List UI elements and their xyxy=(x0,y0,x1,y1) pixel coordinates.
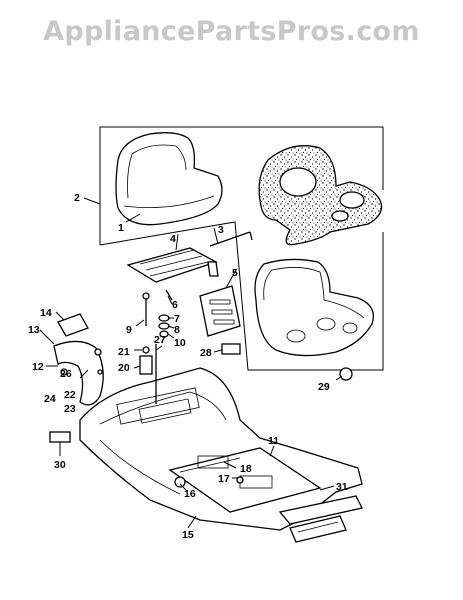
callout-label: 12 xyxy=(32,361,44,373)
callout-label: 10 xyxy=(174,337,186,349)
callout-label: 24 xyxy=(44,393,56,405)
seat-part xyxy=(115,132,223,226)
callout-label: 6 xyxy=(172,299,178,311)
hardware-parts xyxy=(142,289,173,338)
callout-label: 8 xyxy=(174,324,180,336)
rod-part xyxy=(209,231,253,247)
callout-label: 26 xyxy=(60,368,72,380)
fender-left-parts xyxy=(53,313,104,406)
callout-label: 31 xyxy=(336,481,348,493)
callout-label: 16 xyxy=(184,488,196,500)
callout-label: 29 xyxy=(318,381,330,393)
seat-bracket-part xyxy=(126,247,219,283)
seat-cushion-part xyxy=(258,145,383,246)
callout-label: 23 xyxy=(64,403,76,415)
callout-label: 2 xyxy=(74,192,80,204)
callout-label: 5 xyxy=(232,267,238,279)
callout-label: 3 xyxy=(218,224,224,236)
frame-part xyxy=(79,367,363,543)
callout-label: 18 xyxy=(240,463,252,475)
leader-lines xyxy=(39,197,343,529)
callout-label: 21 xyxy=(118,346,130,358)
knob-part xyxy=(339,367,353,381)
decal-part-30 xyxy=(49,431,71,443)
callout-label: 9 xyxy=(126,324,132,336)
callout-label: 7 xyxy=(174,313,180,325)
decal-part-28 xyxy=(221,343,241,355)
callout-label: 15 xyxy=(182,529,194,541)
callout-label: 20 xyxy=(118,362,130,374)
callout-label: 17 xyxy=(218,473,230,485)
callout-label: 11 xyxy=(268,435,279,447)
seat-group-outline xyxy=(99,126,384,371)
callout-label: 13 xyxy=(28,324,40,336)
callout-label: 4 xyxy=(170,233,176,245)
plate-part xyxy=(199,285,241,337)
callout-label: 22 xyxy=(64,389,76,401)
callout-label: 14 xyxy=(40,307,52,319)
spacer-parts xyxy=(139,344,157,404)
callout-label: 1 xyxy=(118,222,124,234)
callout-label: 27 xyxy=(154,334,166,346)
watermark-text: AppliancePartsPros.com xyxy=(43,16,420,47)
part-number-callouts: 2 1 3 4 5 6 7 8 9 10 11 12 13 14 15 16 1… xyxy=(28,192,348,541)
callout-label: 28 xyxy=(200,347,212,359)
seat-pan-part xyxy=(254,258,375,357)
callout-label: 30 xyxy=(54,459,66,471)
